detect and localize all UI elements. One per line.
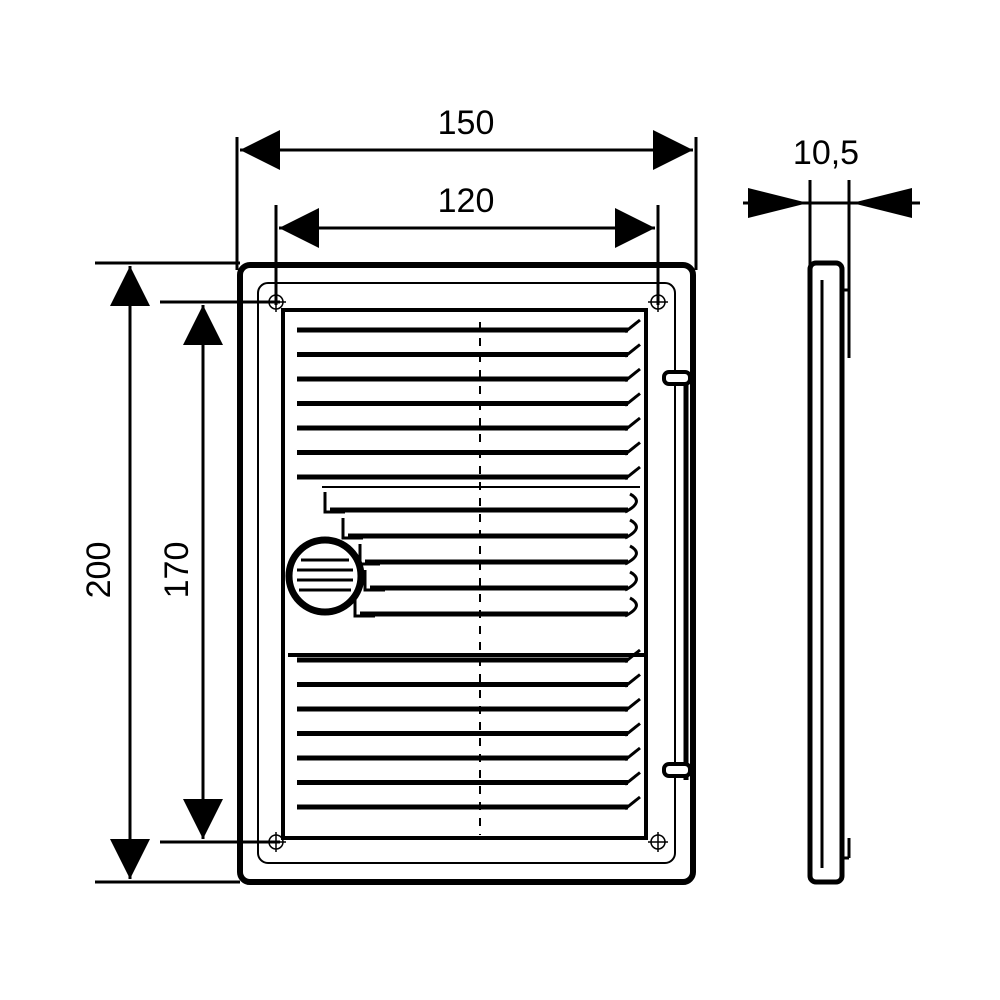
- adjustment-knob: [285, 536, 365, 616]
- louver-slat-edge: [624, 771, 641, 786]
- dimension-depth: 10,5: [743, 134, 920, 290]
- dimension-inner-height: 170: [158, 300, 280, 844]
- louver-slat-edge: [624, 318, 641, 334]
- depth-arrow-left: [748, 188, 808, 218]
- hinge-strip: [662, 370, 696, 780]
- louver-slat-edge: [624, 492, 638, 514]
- depth-label: 10,5: [793, 134, 859, 172]
- outer-width-label: 150: [438, 104, 495, 142]
- louver-slat-edge: [624, 367, 641, 383]
- louver-slat-edge: [341, 518, 363, 540]
- depth-arrow-right: [852, 188, 912, 218]
- louver-slat-edge: [624, 673, 641, 688]
- louver-slat-edge: [353, 596, 375, 618]
- mounting-hole-bottom-right: [648, 832, 668, 852]
- louver-slat-edge: [624, 544, 638, 566]
- louver-slat-edge: [624, 416, 641, 432]
- louver-slat-edge: [624, 746, 641, 762]
- inner-height-label: 170: [158, 542, 196, 599]
- mounting-hole-top-right: [648, 292, 668, 312]
- louver-slat-edge: [624, 722, 641, 737]
- louver-slat-edge: [624, 392, 641, 407]
- louver-slat-edge: [624, 570, 638, 592]
- louver-slat-edge: [624, 343, 641, 358]
- louver-slat-edge: [323, 492, 345, 514]
- louver-slat-edge: [624, 518, 638, 540]
- mounting-hole-bottom-left: [266, 832, 286, 852]
- dimension-outer-height: 200: [80, 261, 240, 884]
- grille-inner-rim: [257, 282, 676, 864]
- inner-width-label: 120: [438, 182, 495, 220]
- mounting-hole-top-left: [266, 292, 286, 312]
- dimension-outer-width: 150: [235, 104, 698, 270]
- grille-louver-area: [281, 308, 648, 840]
- louver-slat-edge: [624, 441, 641, 456]
- grille-front-view: [237, 262, 696, 885]
- louver-slat-edge: [624, 465, 641, 481]
- louver-slat-edge: [363, 570, 385, 592]
- louver-slat-edge: [624, 795, 641, 811]
- louver-slat-edge: [624, 596, 638, 618]
- grille-side-view: [807, 260, 851, 885]
- dimension-inner-width: 120: [274, 182, 660, 305]
- louver-slat-edge: [624, 697, 641, 713]
- outer-height-label: 200: [80, 542, 118, 599]
